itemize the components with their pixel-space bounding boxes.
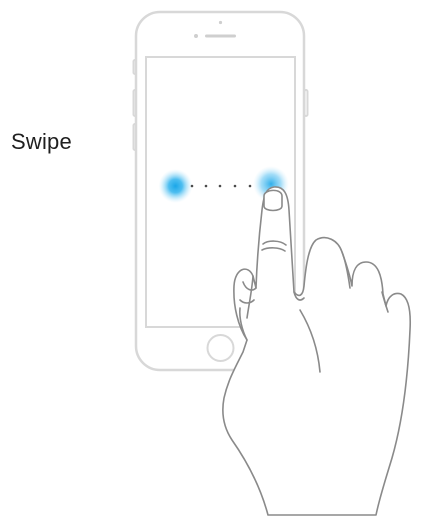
hand-icon xyxy=(222,186,412,516)
swipe-path-dot xyxy=(218,184,222,188)
phone-front-sensor xyxy=(194,34,198,38)
gesture-label: Swipe xyxy=(11,129,72,154)
phone-home-button xyxy=(206,334,235,362)
phone-earpiece xyxy=(205,34,236,38)
swipe-path-dot xyxy=(233,184,237,188)
swipe-path-dot xyxy=(248,184,252,188)
swipe-path-dot xyxy=(190,184,194,188)
swipe-path-dot xyxy=(204,184,208,188)
phone-camera xyxy=(218,20,223,25)
swipe-start-point xyxy=(158,169,193,203)
